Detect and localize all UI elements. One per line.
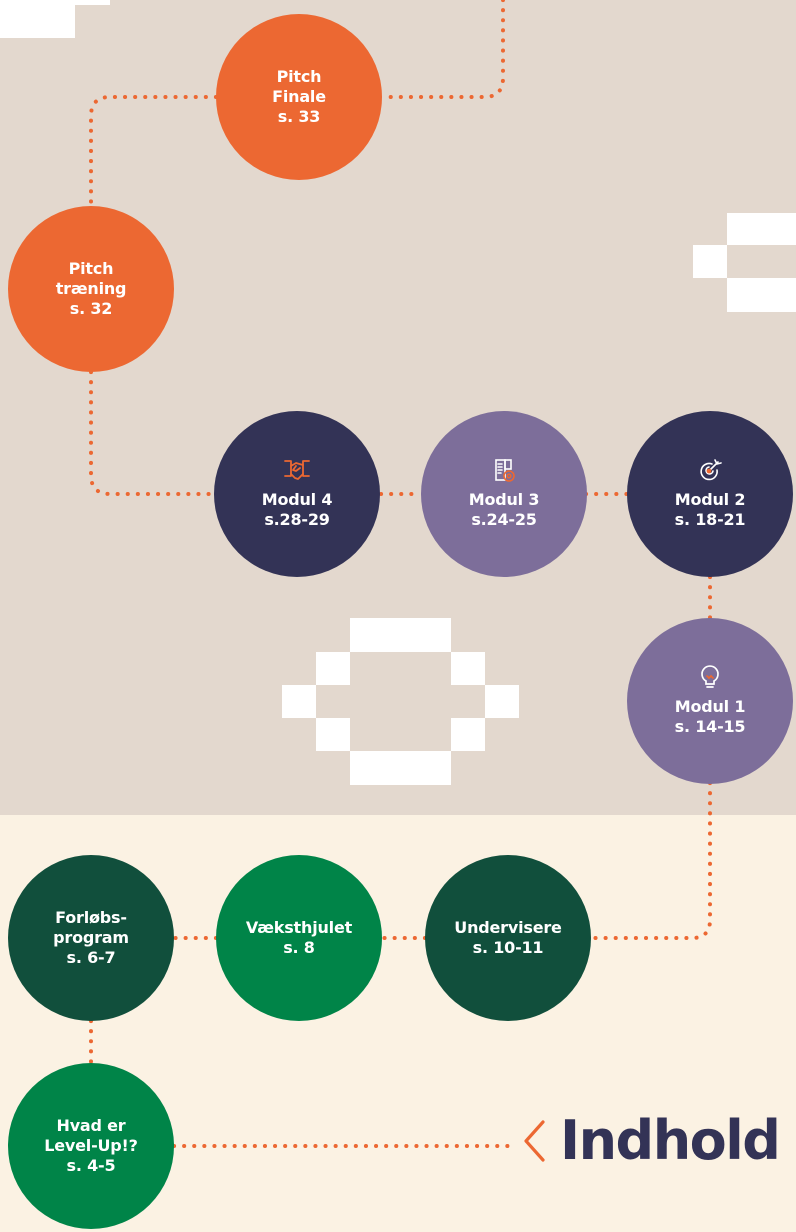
node-modul-4[interactable]: Modul 4 s.28-29 bbox=[214, 411, 380, 577]
node-modul-1[interactable]: Modul 1 s. 14-15 bbox=[627, 618, 793, 784]
node-label-line2: træning bbox=[55, 279, 127, 298]
node-pitch-traening[interactable]: Pitch træning s. 32 bbox=[8, 206, 174, 372]
document-gear-icon bbox=[490, 458, 518, 484]
node-page-ref: s. 6-7 bbox=[66, 948, 116, 967]
node-label-line1: Modul 3 bbox=[468, 490, 540, 509]
node-hvad-er-levelup[interactable]: Hvad er Level-Up!? s. 4-5 bbox=[8, 1063, 174, 1229]
node-pitch-finale[interactable]: Pitch Finale s. 33 bbox=[216, 14, 382, 180]
node-label-line1: Modul 1 bbox=[674, 697, 746, 716]
node-page-ref: s. 4-5 bbox=[66, 1156, 116, 1175]
node-label-line1: Hvad er bbox=[56, 1116, 126, 1135]
node-page-ref: s.24-25 bbox=[471, 510, 537, 529]
node-modul-2[interactable]: Modul 2 s. 18-21 bbox=[627, 411, 793, 577]
node-page-ref: s. 14-15 bbox=[674, 717, 746, 736]
node-page-ref: s.28-29 bbox=[264, 510, 330, 529]
handshake-icon bbox=[283, 458, 311, 484]
node-undervisere[interactable]: Undervisere s. 10-11 bbox=[425, 855, 591, 1021]
node-label-line1: Forløbs- bbox=[55, 908, 127, 927]
page-title: Indhold bbox=[560, 1109, 781, 1172]
node-label-line2: Finale bbox=[272, 87, 326, 106]
node-label-line1: Væksthjulet bbox=[245, 918, 353, 937]
node-label-line1: Undervisere bbox=[454, 918, 562, 937]
chevron-left-icon bbox=[522, 1119, 546, 1163]
node-page-ref: s. 18-21 bbox=[674, 510, 746, 529]
node-page-ref: s. 32 bbox=[69, 299, 113, 318]
node-page-ref: s. 10-11 bbox=[472, 938, 544, 957]
node-forlobsprogram[interactable]: Forløbs- program s. 6-7 bbox=[8, 855, 174, 1021]
target-icon bbox=[696, 458, 724, 484]
node-label-line1: Modul 2 bbox=[674, 490, 746, 509]
node-label-line2: Level-Up!? bbox=[44, 1136, 138, 1155]
lightbulb-icon bbox=[696, 665, 724, 691]
contents-heading: Indhold bbox=[522, 1106, 781, 1176]
node-label-line2: program bbox=[53, 928, 129, 947]
node-page-ref: s. 33 bbox=[277, 107, 321, 126]
node-label-line1: Pitch bbox=[276, 67, 322, 86]
node-page-ref: s. 8 bbox=[283, 938, 315, 957]
node-vaeksthjulet[interactable]: Væksthjulet s. 8 bbox=[216, 855, 382, 1021]
node-modul-3[interactable]: Modul 3 s.24-25 bbox=[421, 411, 587, 577]
node-label-line1: Modul 4 bbox=[261, 490, 333, 509]
node-label-line1: Pitch bbox=[68, 259, 114, 278]
